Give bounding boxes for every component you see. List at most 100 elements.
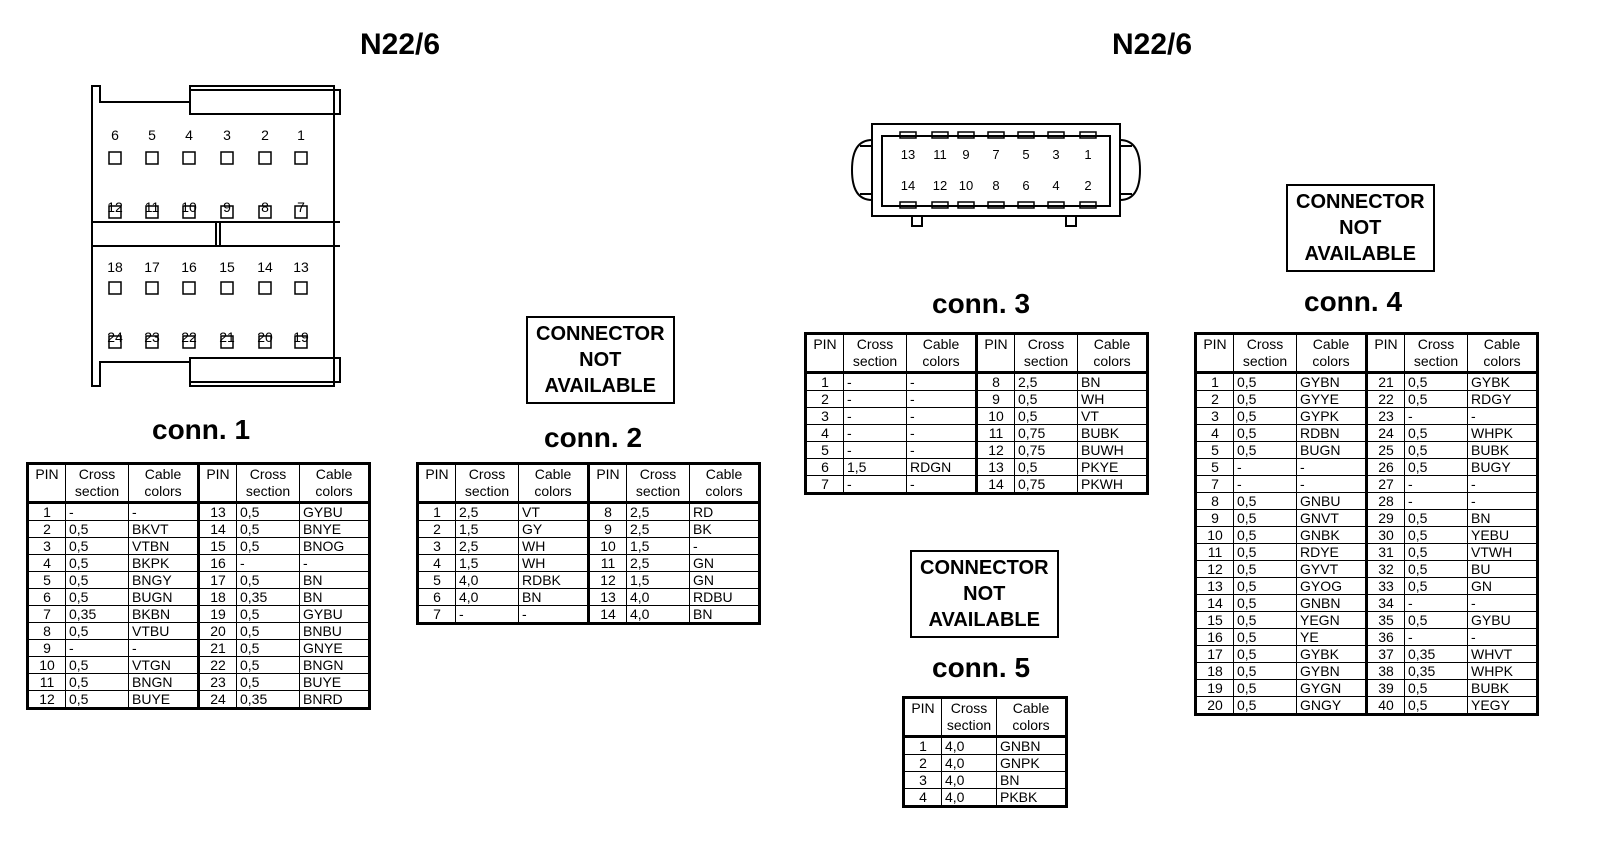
cell-cross-section: - xyxy=(843,407,907,425)
cell-cable-color: BUBK xyxy=(1077,424,1148,442)
pin-number-label: 3 xyxy=(1052,147,1059,162)
cell-pin: 30 xyxy=(1365,526,1405,544)
pin-number-label: 13 xyxy=(293,259,309,275)
cell-cross-section: 2,5 xyxy=(626,502,690,521)
cell-pin: 14 xyxy=(975,475,1015,494)
cell-cross-section: 0,5 xyxy=(236,502,300,521)
cell-pin: 9 xyxy=(975,390,1015,408)
cell-cable-color: - xyxy=(906,475,977,494)
cell-cross-section: 0,5 xyxy=(65,537,129,555)
cell-pin: 9 xyxy=(27,639,66,657)
cell-pin: 11 xyxy=(975,424,1015,442)
pin-number-label: 11 xyxy=(933,147,947,162)
header-text: section xyxy=(464,483,510,499)
pin-square xyxy=(258,281,272,295)
cell-cable-color: BNGY xyxy=(128,571,199,589)
cell-pin: 13 xyxy=(587,588,627,606)
pin-number-label: 7 xyxy=(992,147,999,162)
pin-square xyxy=(182,151,196,165)
cell-cable-color: - xyxy=(518,605,589,624)
cell-cable-color: WHVT xyxy=(1467,645,1538,663)
pin-square xyxy=(145,205,159,219)
cell-cable-color: - xyxy=(1467,628,1538,646)
header-text: section xyxy=(946,717,992,733)
cell-cross-section: 0,5 xyxy=(1404,372,1468,391)
cell-cable-color: YEGN xyxy=(1296,611,1367,629)
cell-pin: 13 xyxy=(1195,577,1234,595)
cell-cable-color: GYVT xyxy=(1296,560,1367,578)
header-text: Cross xyxy=(639,466,677,482)
cell-cross-section: 0,5 xyxy=(1404,577,1468,595)
cell-pin: 37 xyxy=(1365,645,1405,663)
cell-cross-section: 0,75 xyxy=(1014,441,1078,459)
pin-square xyxy=(182,281,196,295)
pin-number-label: 13 xyxy=(901,147,915,162)
pin-number-label: 6 xyxy=(111,127,119,143)
cell-cross-section: 2,5 xyxy=(455,502,519,521)
cell-cross-section: 0,5 xyxy=(1233,424,1297,442)
cell-cable-color: - xyxy=(906,441,977,459)
pin-square xyxy=(145,151,159,165)
cell-cross-section: 0,5 xyxy=(236,571,300,589)
pin-number-label: 23 xyxy=(144,329,160,345)
cell-cross-section: 0,5 xyxy=(1233,628,1297,646)
cell-cable-color: - xyxy=(906,424,977,442)
cell-cable-color: RDBU xyxy=(689,588,760,606)
not-available-box-conn5: CONNECTOR NOT AVAILABLE xyxy=(910,550,1059,638)
cell-pin: 29 xyxy=(1365,509,1405,527)
header-pin: PIN xyxy=(587,463,627,504)
cell-cable-color: VTBU xyxy=(128,622,199,640)
header-text: colors xyxy=(144,483,182,499)
cell-cross-section: - xyxy=(455,605,519,624)
cell-pin: 1 xyxy=(1195,372,1234,391)
cell-pin: 6 xyxy=(27,588,66,606)
header-pin: PIN xyxy=(197,463,237,504)
cell-pin: 2 xyxy=(805,390,844,408)
cell-cross-section: 0,5 xyxy=(1233,441,1297,459)
header-text: Cable xyxy=(705,466,743,482)
cell-cable-color: - xyxy=(689,537,760,555)
cell-cross-section: 0,35 xyxy=(1404,662,1468,680)
not-available-box-conn4: CONNECTOR NOT AVAILABLE xyxy=(1286,184,1435,272)
cell-pin: 10 xyxy=(975,407,1015,425)
cell-pin: 1 xyxy=(27,502,66,521)
pin-number-label: 1 xyxy=(297,127,305,143)
pin-slot xyxy=(957,131,975,139)
header-text: colors xyxy=(1312,353,1350,369)
cell-cable-color: - xyxy=(906,390,977,408)
cell-cross-section: 0,5 xyxy=(236,639,300,657)
pin-square xyxy=(294,335,308,349)
cell-cross-section: 4,0 xyxy=(455,571,519,589)
pin-number-label: 10 xyxy=(959,178,973,193)
cell-pin: 4 xyxy=(805,424,844,442)
conn-2-label: conn. 2 xyxy=(544,422,643,453)
cell-pin: 34 xyxy=(1365,594,1405,612)
header-text: Cable xyxy=(534,466,572,482)
cell-pin: 24 xyxy=(1365,424,1405,442)
cell-cross-section: 0,75 xyxy=(1014,424,1078,442)
cell-cable-color: BNYE xyxy=(299,520,370,538)
cell-pin: 12 xyxy=(27,690,66,709)
cell-cross-section: 0,5 xyxy=(65,673,129,691)
cell-cable-color: - xyxy=(1296,458,1367,476)
cell-cross-section: 0,5 xyxy=(236,537,300,555)
cell-cable-color: RDYE xyxy=(1296,543,1367,561)
cell-pin: 23 xyxy=(1365,407,1405,425)
